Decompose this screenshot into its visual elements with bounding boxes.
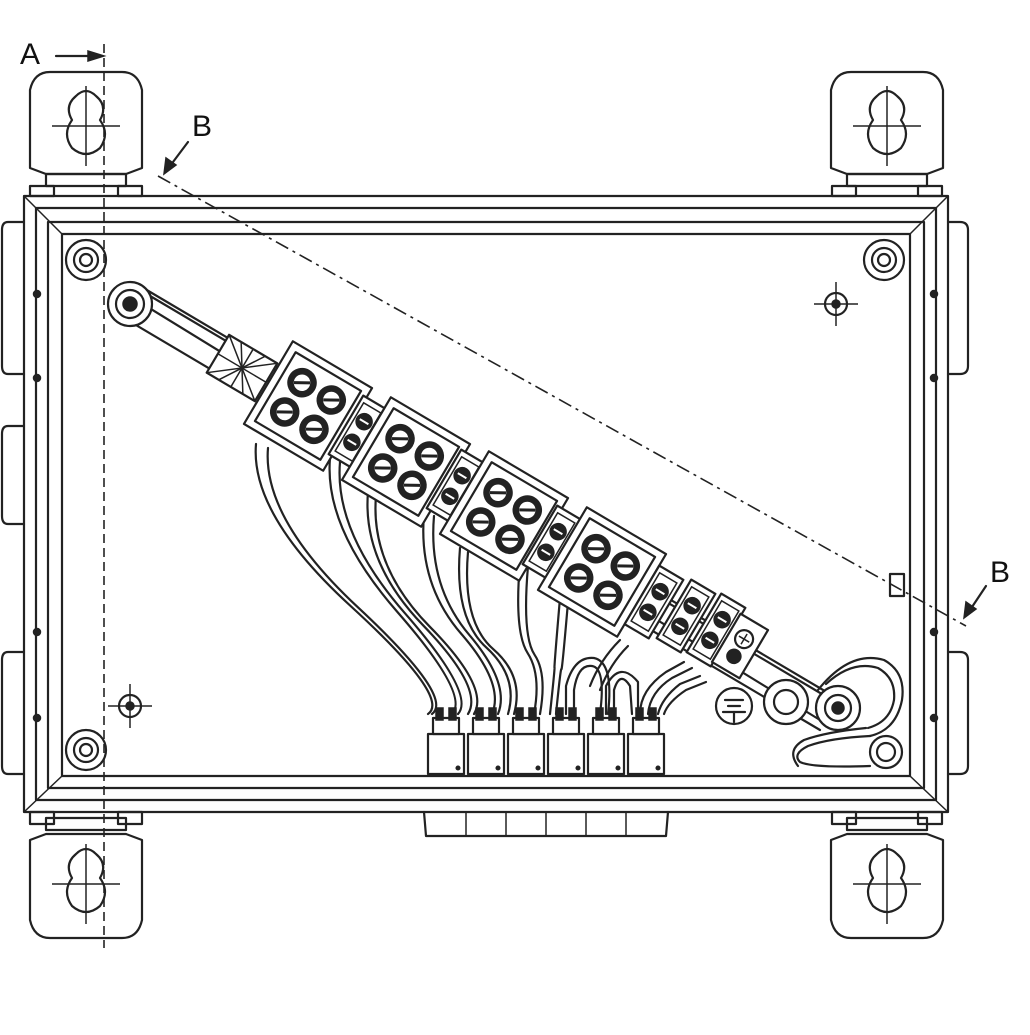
enclosure: [22, 184, 950, 826]
gland-plate: [422, 810, 670, 838]
earth-symbol-icon: [714, 686, 754, 726]
section-label-b-top: B: [192, 110, 213, 143]
section-label-b-right: B: [990, 556, 1011, 589]
terminal-rail-parts: [242, 340, 770, 680]
mounting-lug-bottom-left: [28, 816, 144, 940]
mounting-lug-bottom-right: [829, 816, 945, 940]
section-label-a: A: [20, 38, 41, 71]
cables: [254, 442, 708, 716]
latch: [888, 572, 906, 598]
corner-screws: [64, 238, 906, 772]
cable-glands: [426, 707, 666, 776]
section-line-b: [157, 140, 988, 627]
side-bumps: [0, 220, 970, 776]
mounting-lug-top-left: [28, 70, 144, 188]
earth-stud: [762, 656, 904, 768]
frame-rivets: [32, 289, 939, 723]
mounting-holes: [108, 282, 858, 728]
end-stop: [205, 333, 279, 403]
section-line-a: [54, 44, 107, 948]
mounting-lug-top-right: [829, 70, 945, 188]
